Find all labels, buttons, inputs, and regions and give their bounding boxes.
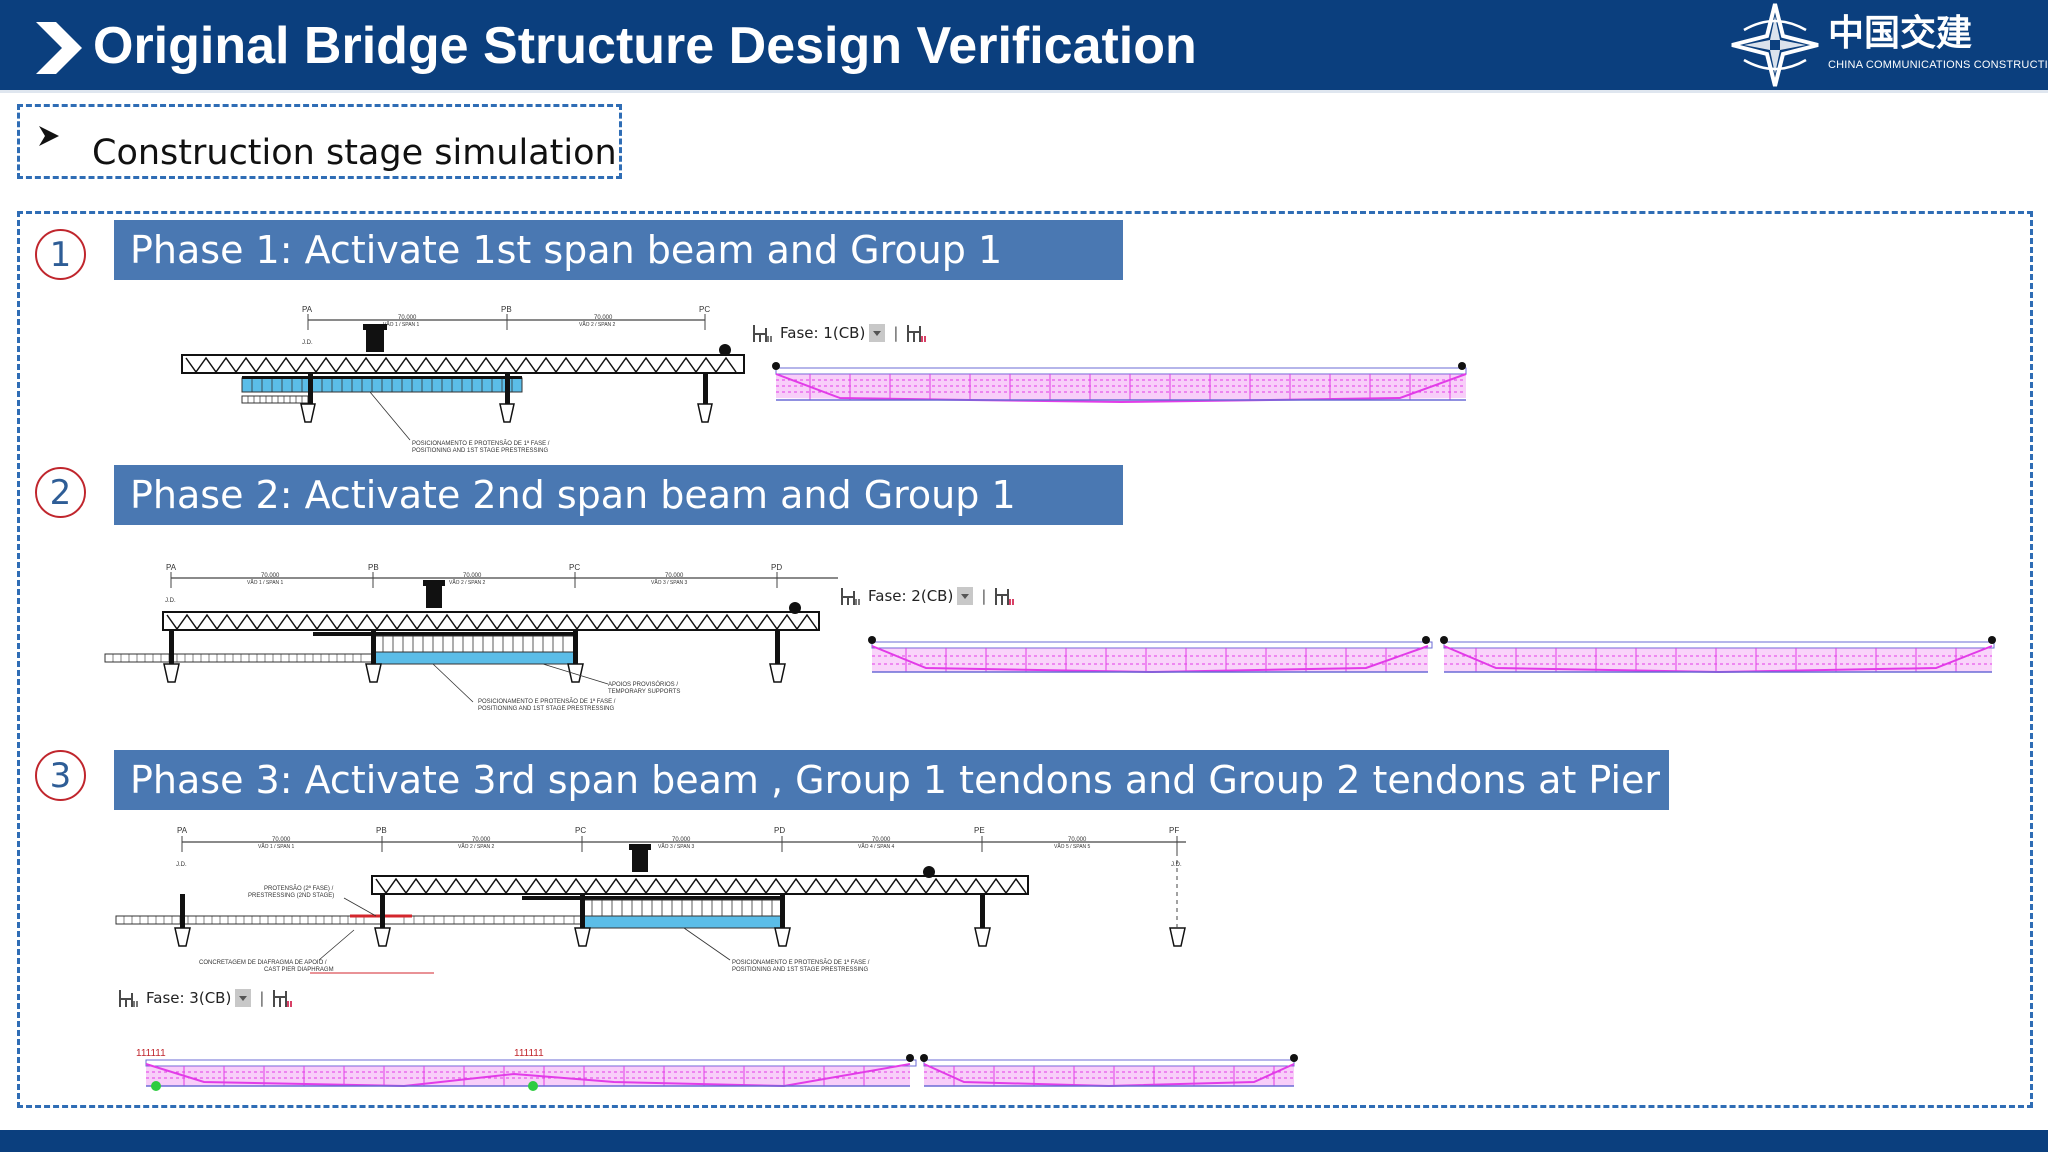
stage-settings-icon[interactable] xyxy=(906,322,928,344)
phase-2-banner: Phase 2: Activate 2nd span beam and Grou… xyxy=(114,465,1123,525)
span-length: 70.000 xyxy=(1068,837,1087,843)
phase-1-fase-selector[interactable]: Fase: 1(CB) | xyxy=(752,320,928,346)
span-length: 70.000 xyxy=(261,573,280,579)
fase-label: Fase: 2(CB) xyxy=(868,587,954,605)
pier-label: PC xyxy=(699,305,710,314)
jd-label: J.D. xyxy=(1171,862,1182,868)
slide-title: Original Bridge Structure Design Verific… xyxy=(93,17,1197,75)
pier-label: PE xyxy=(974,826,985,835)
stage-icon xyxy=(753,325,772,342)
pier-label: PD xyxy=(774,826,785,835)
pier-label: PD xyxy=(771,563,782,572)
pier-label: PA xyxy=(302,305,313,314)
annotation-text: POSITIONING AND 1ST STAGE PRESTRESSING xyxy=(412,448,548,454)
phase-2-fase-selector[interactable]: Fase: 2(CB) | xyxy=(840,583,1016,609)
annotation-text: TEMPORARY SUPPORTS xyxy=(608,689,680,695)
phases-container xyxy=(17,211,2033,1108)
phase-2-fem-model xyxy=(868,636,1996,674)
dropdown-arrow-icon[interactable] xyxy=(957,587,974,605)
span-length: 70.000 xyxy=(872,837,891,843)
span-label: VÃO 2 / SPAN 2 xyxy=(458,843,495,850)
phase-1-fem-model xyxy=(772,362,1467,404)
annotation-text: POSITIONING AND 1ST STAGE PRESTRESSING xyxy=(478,706,614,712)
dropdown-arrow-icon[interactable] xyxy=(869,324,886,342)
fase-label: Fase: 3(CB) xyxy=(146,989,232,1007)
pier-label: PB xyxy=(376,826,387,835)
span-length: 70.000 xyxy=(594,315,613,321)
footer-bar xyxy=(0,1130,2048,1152)
logo-chinese-text: 中国交建 xyxy=(1828,13,1973,54)
annotation-text: POSICIONAMENTO E PROTENSÃO DE 1ª FASE / xyxy=(412,440,550,447)
stage-icon xyxy=(841,588,860,605)
logo-english-text: CHINA COMMUNICATIONS CONSTRUCTION xyxy=(1828,59,2048,71)
pier-label: PF xyxy=(1169,826,1179,835)
section-label-box: Construction stage simulation xyxy=(17,104,622,179)
span-length: 70.000 xyxy=(398,315,417,321)
phase-3-banner: Phase 3: Activate 3rd span beam , Group … xyxy=(114,750,1696,810)
company-logo: 中国交建 CHINA COMMUNICATIONS CONSTRUCTION xyxy=(1730,2,2048,88)
stage-settings-icon[interactable] xyxy=(272,987,294,1009)
logo-emblem-icon xyxy=(1731,3,1819,87)
annotation-text: APOIOS PROVISÓRIOS / xyxy=(608,681,678,688)
stage-settings-icon[interactable] xyxy=(994,585,1016,607)
chevron-right-icon xyxy=(36,22,82,74)
phase-3-fase-selector[interactable]: Fase: 3(CB) | xyxy=(118,985,294,1011)
span-label: VÃO 4 / SPAN 4 xyxy=(858,843,895,850)
annotation-text: POSICIONAMENTO E PROTENSÃO DE 1ª FASE / xyxy=(478,698,616,705)
span-label: VÃO 1 / SPAN 1 xyxy=(258,843,295,850)
title-bar: Original Bridge Structure Design Verific… xyxy=(0,0,2048,90)
annotation-text: PRESTRESSING (2ND STAGE) xyxy=(248,893,334,899)
phase-3-elevation-drawing: PA PB PC PD PE PF 70.000 VÃO 1 / SPAN 1 … xyxy=(115,826,1186,974)
span-label: VÃO 2 / SPAN 2 xyxy=(579,321,616,328)
phase-1-elevation-drawing: PA PB PC 70.000 VÃO 1 / SPAN 1 70.000 VÃ… xyxy=(181,305,745,454)
pier-label: PB xyxy=(501,305,512,314)
section-label: Construction stage simulation xyxy=(92,133,617,173)
dropdown-arrow-icon[interactable] xyxy=(235,989,252,1007)
fase-label: Fase: 1(CB) xyxy=(780,324,866,342)
phase-1-number: 1 xyxy=(35,229,86,280)
span-length: 70.000 xyxy=(472,837,491,843)
stage-icon xyxy=(119,990,138,1007)
pier-label: PC xyxy=(569,563,580,572)
jd-label: J.D. xyxy=(176,862,187,868)
annotation-text: CAST PIER DIAPHRAGM xyxy=(264,967,334,973)
span-label: VÃO 1 / SPAN 1 xyxy=(383,321,420,328)
span-label: VÃO 3 / SPAN 3 xyxy=(658,843,695,850)
jd-label: J.D. xyxy=(165,598,176,604)
separator: | xyxy=(893,324,899,342)
span-length: 70.000 xyxy=(463,573,482,579)
pier-label: PA xyxy=(177,826,188,835)
span-length: 70.000 xyxy=(672,837,691,843)
jd-label: J.D. xyxy=(302,340,313,346)
annotation-text: PROTENSÃO (2ª FASE) / xyxy=(264,885,334,892)
phase-2-elevation-drawing: PA PB PC PD 70.000 VÃO 1 / SPAN 1 70.000… xyxy=(104,563,838,712)
pier-label: PC xyxy=(575,826,586,835)
annotation-text: POSICIONAMENTO E PROTENSÃO DE 1ª FASE / xyxy=(732,959,870,966)
svg-text:111111: 111111 xyxy=(514,1048,544,1059)
span-label: VÃO 1 / SPAN 1 xyxy=(247,579,284,586)
annotation-text: POSITIONING AND 1ST STAGE PRESTRESSING xyxy=(732,967,868,973)
span-label: VÃO 3 / SPAN 3 xyxy=(651,579,688,586)
span-label: VÃO 2 / SPAN 2 xyxy=(449,579,486,586)
phase-1-banner: Phase 1: Activate 1st span beam and Grou… xyxy=(114,220,1123,280)
header-divider xyxy=(0,90,2048,93)
span-length: 70.000 xyxy=(665,573,684,579)
annotation-text: CONCRETAGEM DE DIAFRAGMA DE APOIO / xyxy=(199,960,327,966)
phase-3-number: 3 xyxy=(35,750,86,801)
svg-text:111111: 111111 xyxy=(136,1048,166,1059)
arrow-bullet-icon xyxy=(39,126,59,146)
separator: | xyxy=(981,587,987,605)
pier-label: PA xyxy=(166,563,177,572)
separator: | xyxy=(259,989,265,1007)
phase-2-number: 2 xyxy=(35,467,86,518)
span-length: 70.000 xyxy=(272,837,291,843)
span-label: VÃO 5 / SPAN 5 xyxy=(1054,843,1091,850)
pier-label: PB xyxy=(368,563,379,572)
phase-3-fem-model: 111111 111111 xyxy=(136,1048,1298,1091)
